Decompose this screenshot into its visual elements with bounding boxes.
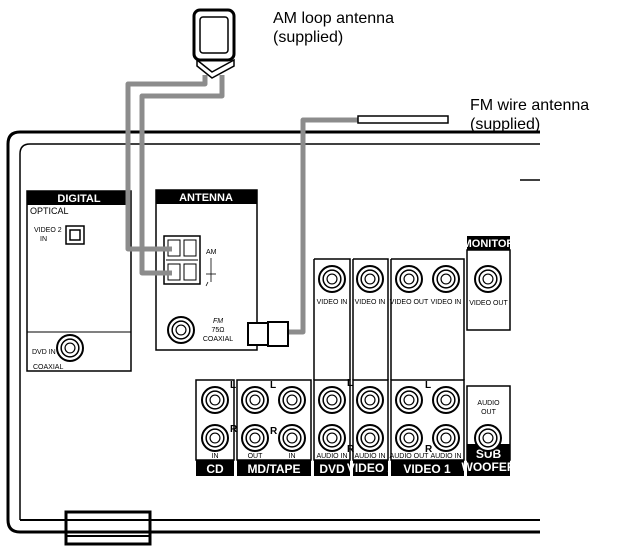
md-out-l-jack[interactable] (241, 386, 269, 414)
video2-in-label-line1: VIDEO 2 (34, 227, 62, 234)
am-antenna-title: AM loop antenna (273, 10, 394, 27)
fm-coaxial-label: COAXIAL (203, 336, 233, 343)
optical-label: OPTICAL (30, 206, 69, 216)
dvd-r-label: R (347, 444, 355, 455)
dvd-video-in-jack[interactable] (318, 265, 346, 293)
dvd-coaxial-jack[interactable] (56, 334, 84, 362)
band-dvd: DVD (319, 462, 345, 476)
md-in-l-jack[interactable] (278, 386, 306, 414)
video1-video-out-jack[interactable] (395, 265, 423, 293)
fm-coaxial-jack[interactable] (167, 316, 195, 344)
am-antenna-supplied: (supplied) (273, 29, 344, 46)
fm-ohm-label: 75Ω (211, 327, 224, 334)
monitor-video-out-label: VIDEO OUT (469, 300, 508, 307)
band-md-tape: MD/TAPE (247, 462, 300, 476)
video2-audio-r-jack[interactable] (356, 424, 384, 452)
video1-audio-out-l-jack[interactable] (395, 386, 423, 414)
fm-wire-antenna (281, 115, 449, 335)
digital-coaxial-label: COAXIAL (33, 364, 63, 371)
video2-video-in-jack[interactable] (356, 265, 384, 293)
video2-audio-in-label: AUDIO IN (354, 453, 385, 460)
md-out-r-jack[interactable] (241, 424, 269, 452)
am-terminal[interactable] (163, 235, 201, 285)
md-in-label: IN (289, 453, 296, 460)
md-l-label: L (270, 380, 276, 391)
ground-icon (205, 270, 216, 287)
sub-out-label: OUT (481, 409, 497, 416)
video-jack-panels: VIDEO IN VIDEO IN VIDEO OUT VIDEO IN (313, 258, 465, 380)
md-out-label: OUT (248, 453, 264, 460)
fm-label: FM (213, 318, 223, 325)
band-cd: CD (206, 462, 224, 476)
fm-antenna-title: FM wire antenna (470, 97, 590, 114)
md-r-label: R (270, 426, 278, 437)
fm-antenna-caption: FM wire antenna (supplied) (470, 96, 589, 134)
md-in-r-jack[interactable] (278, 424, 306, 452)
cd-r-label: R (230, 424, 238, 435)
band-video1: VIDEO 1 (403, 462, 451, 476)
video1-audio-out-label: AUDIO OUT (390, 453, 430, 460)
video2-video-in-label: VIDEO IN (355, 299, 386, 306)
fm-antenna-supplied: (supplied) (470, 116, 541, 133)
rca-jacks (56, 265, 502, 452)
cd-r-jack[interactable] (201, 424, 229, 452)
receiver-body (6, 130, 540, 534)
band-video2: VIDEO 2 (347, 461, 395, 475)
video1-r-label: R (425, 444, 433, 455)
cd-l-jack[interactable] (201, 386, 229, 414)
fm-connector[interactable] (247, 321, 289, 347)
am-antenna-caption: AM loop antenna (supplied) (273, 9, 394, 47)
cd-l-label: L (230, 380, 236, 391)
monitor-video-out-jack[interactable] (474, 265, 502, 293)
receiver-foot (64, 510, 152, 546)
video1-audio-in-label: AUDIO IN (430, 453, 461, 460)
video2-audio-l-jack[interactable] (356, 386, 384, 414)
video1-audio-in-l-jack[interactable] (432, 386, 460, 414)
subwoofer-out-jack[interactable] (474, 424, 502, 452)
am-loop-antenna (192, 8, 236, 79)
video1-video-out-label: VIDEO OUT (390, 299, 429, 306)
jack-labels: L R IN L R OUT IN L R AUDIO IN AUDIO IN … (212, 378, 501, 460)
video1-l-label: L (425, 380, 431, 391)
video1-audio-in-r-jack[interactable] (432, 424, 460, 452)
dvd-in-label: DVD IN (32, 349, 56, 356)
dvd-l-label: L (347, 378, 353, 389)
video1-video-in-jack[interactable] (432, 265, 460, 293)
monitor-header: MONITOR (463, 238, 515, 250)
dvd-audio-l-jack[interactable] (318, 386, 346, 414)
band-sub-line2: WOOFER (462, 460, 516, 474)
dvd-video-in-label: VIDEO IN (317, 299, 348, 306)
video1-video-in-label: VIDEO IN (431, 299, 462, 306)
video2-in-label-line2: IN (40, 236, 47, 243)
optical-jack[interactable] (65, 225, 85, 245)
dvd-audio-in-label: AUDIO IN (316, 453, 347, 460)
video1-audio-out-r-jack[interactable] (395, 424, 423, 452)
am-label: AM (206, 249, 217, 256)
cd-in-label: IN (212, 453, 219, 460)
am-antenna-cables (125, 75, 225, 276)
section-label-bands: CD MD/TAPE DVD VIDEO 2 VIDEO 1 SUB WOOFE… (196, 444, 516, 476)
dvd-audio-r-jack[interactable] (318, 424, 346, 452)
sub-audio-label: AUDIO (477, 400, 500, 407)
antenna-header: ANTENNA (179, 192, 233, 204)
digital-header: DIGITAL (57, 193, 100, 205)
